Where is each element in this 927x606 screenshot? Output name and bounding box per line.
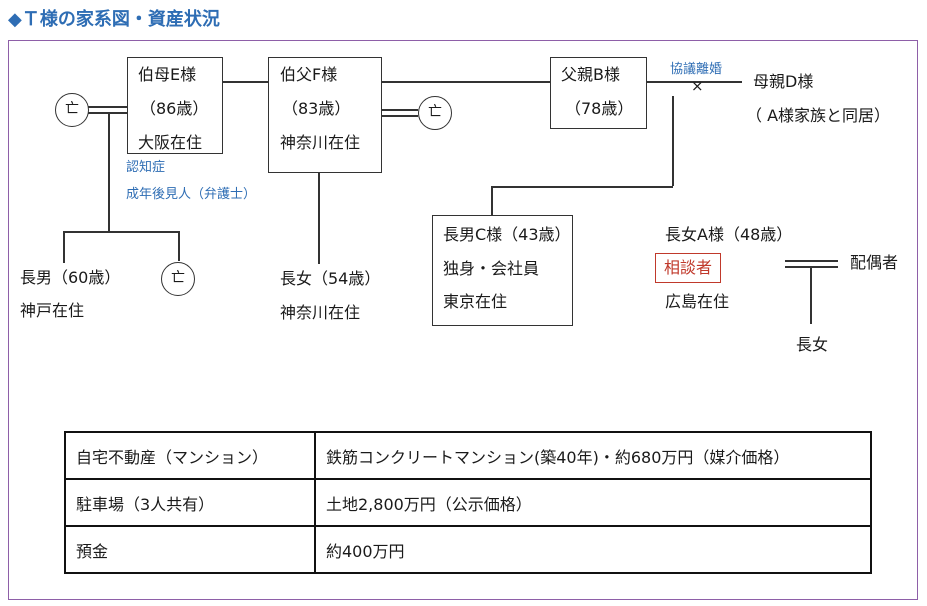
aunt-e-age: （86歳） (140, 99, 209, 118)
son-c-status: 独身・会社員 (443, 259, 540, 278)
line-a-spouse-top (785, 260, 838, 262)
line-b-children-drop (672, 96, 674, 186)
son-c-name: 長男C様（43歳） (443, 225, 571, 244)
line-e-husband-bottom (88, 112, 127, 114)
spouse-label: 配偶者 (850, 253, 899, 272)
asset-detail: 鉄筋コンクリートマンション(築40年)・約680万円（媒介価格） (314, 431, 872, 480)
asset-item: 自宅不動産（マンション） (64, 431, 316, 480)
table-row: 預金 約400万円 (64, 525, 872, 574)
father-b-age: （78歳） (565, 99, 634, 118)
line-b-children-bar (491, 186, 673, 188)
line-e-f (222, 81, 269, 83)
uncle-f-box (268, 57, 382, 173)
aunt-son-name: 長男（60歳） (20, 268, 121, 287)
aunt-e-residence: 大阪在住 (138, 133, 203, 152)
deceased-uncle-wife-marker: 亡 (418, 96, 452, 130)
uncle-f-residence: 神奈川在住 (280, 133, 361, 152)
uncle-f-age: （83歳） (282, 99, 351, 118)
line-e-children-drop (108, 112, 110, 232)
aunt-e-guardian-note: 成年後見人（弁護士） (126, 187, 257, 202)
line-e-husband-top (88, 106, 127, 108)
asset-detail: 土地2,800万円（公示価格） (314, 478, 872, 527)
asset-item: 駐車場（3人共有） (64, 478, 316, 527)
line-e-child2 (178, 231, 180, 261)
line-b-child-c (491, 186, 493, 216)
father-b-name: 父親B様 (561, 65, 620, 84)
grandchild-label: 長女 (796, 335, 829, 354)
line-f-child-drop (318, 173, 320, 264)
uncle-daughter-residence: 神奈川在住 (280, 303, 361, 322)
divorce-note: 協議離婚 (670, 62, 723, 77)
line-a-spouse-bottom (785, 266, 838, 268)
daughter-a-name: 長女A様（48歳） (665, 225, 793, 244)
deceased-aunt-child-marker: 亡 (161, 262, 195, 296)
daughter-a-residence: 広島在住 (665, 292, 730, 311)
page-title: ◆Ｔ様の家系図・資産状況 (8, 9, 220, 30)
consultant-badge: 相談者 (655, 253, 722, 283)
content-frame (8, 40, 918, 600)
mother-d-note: （ A様家族と同居） (746, 106, 891, 125)
line-e-child1 (63, 231, 65, 263)
aunt-e-box (127, 57, 223, 154)
aunt-e-dementia-note: 認知症 (126, 160, 166, 175)
asset-item: 預金 (64, 525, 316, 574)
line-f-b (382, 81, 551, 83)
mother-d-name: 母親D様 (753, 72, 814, 91)
table-row: 自宅不動産（マンション） 鉄筋コンクリートマンション(築40年)・約680万円（… (64, 431, 872, 480)
line-f-wife-bottom (382, 115, 418, 117)
asset-detail: 約400万円 (314, 525, 872, 574)
line-f-wife-top (382, 109, 418, 111)
assets-table: 自宅不動産（マンション） 鉄筋コンクリートマンション(築40年)・約680万円（… (64, 431, 872, 574)
uncle-f-name: 伯父F様 (280, 65, 338, 84)
aunt-son-residence: 神戸在住 (20, 301, 85, 320)
son-c-box (432, 215, 573, 326)
aunt-e-name: 伯母E様 (138, 65, 197, 84)
son-c-residence: 東京在住 (443, 292, 508, 311)
divorce-mark: × (691, 77, 704, 95)
line-a-grandchild-drop (810, 266, 812, 324)
deceased-aunt-husband-marker: 亡 (55, 93, 89, 127)
father-b-box (550, 57, 647, 129)
table-row: 駐車場（3人共有） 土地2,800万円（公示価格） (64, 478, 872, 527)
line-e-children-bar (63, 231, 179, 233)
line-b-d (646, 81, 742, 83)
uncle-daughter-name: 長女（54歳） (280, 269, 381, 288)
